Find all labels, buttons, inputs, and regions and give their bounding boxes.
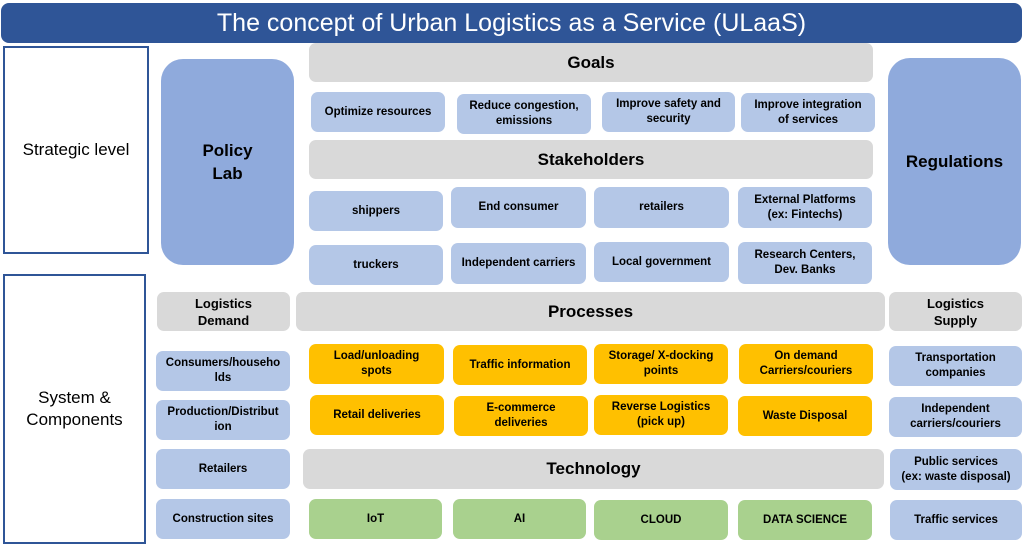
stakeholders-header: Stakeholders [309, 140, 873, 179]
demand-item: Production/Distribut ion [156, 400, 290, 440]
stakeholder-item: End consumer [451, 187, 586, 228]
process-item: On demand Carriers/couriers [739, 344, 873, 384]
supply-item: Traffic services [890, 500, 1022, 540]
logistics-supply-header: Logistics Supply [889, 292, 1022, 331]
process-item: Storage/ X-docking points [594, 344, 728, 384]
supply-item: Public services (ex: waste disposal) [890, 449, 1022, 490]
diagram-title: The concept of Urban Logistics as a Serv… [1, 3, 1022, 43]
technology-item: DATA SCIENCE [738, 500, 872, 540]
technology-item: AI [453, 499, 586, 539]
process-item: Reverse Logistics (pick up) [594, 395, 728, 435]
stakeholder-item: Research Centers, Dev. Banks [738, 242, 872, 284]
goal-item: Improve integration of services [741, 93, 875, 132]
process-item: Load/unloading spots [309, 344, 444, 384]
policy-lab-block: Policy Lab [161, 59, 294, 265]
stakeholder-item: Local government [594, 242, 729, 282]
demand-item: Retailers [156, 449, 290, 489]
processes-header: Processes [296, 292, 885, 331]
goal-item: Optimize resources [311, 92, 445, 132]
process-item: Traffic information [453, 345, 587, 385]
stakeholder-item: Independent carriers [451, 243, 586, 284]
stakeholder-item: shippers [309, 191, 443, 231]
technology-item: CLOUD [594, 500, 728, 540]
technology-header: Technology [303, 449, 884, 489]
demand-item: Construction sites [156, 499, 290, 539]
stakeholder-item: External Platforms (ex: Fintechs) [738, 187, 872, 228]
process-item: Waste Disposal [738, 396, 872, 436]
logistics-demand-header: Logistics Demand [157, 292, 290, 331]
process-item: E-commerce deliveries [454, 396, 588, 436]
goal-item: Improve safety and security [602, 92, 735, 132]
system-components-label: System & Components [3, 274, 146, 544]
regulations-block: Regulations [888, 58, 1021, 265]
stakeholder-item: retailers [594, 187, 729, 228]
stakeholder-item: truckers [309, 245, 443, 285]
supply-item: Independent carriers/couriers [889, 397, 1022, 437]
goals-header: Goals [309, 43, 873, 82]
supply-item: Transportation companies [889, 346, 1022, 386]
process-item: Retail deliveries [310, 395, 444, 435]
goal-item: Reduce congestion, emissions [457, 94, 591, 134]
demand-item: Consumers/househo lds [156, 351, 290, 391]
strategic-level-label: Strategic level [3, 46, 149, 254]
technology-item: IoT [309, 499, 442, 539]
